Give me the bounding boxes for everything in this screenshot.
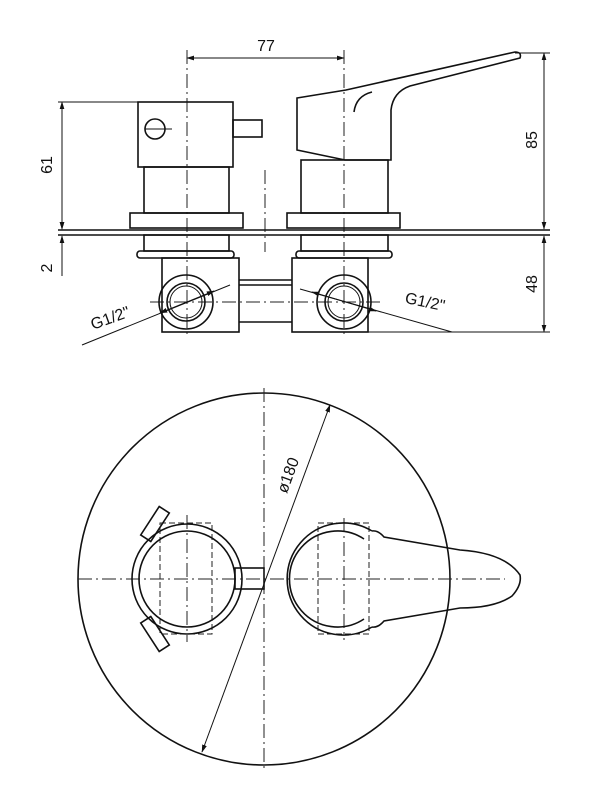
thread-callout-left: G1/2" [81, 284, 231, 346]
dimension-61: 61 [39, 101, 138, 230]
side-view: 77 61 2 85 48 G1/2" [39, 38, 550, 346]
left-diverter [129, 101, 263, 333]
dimension-48: 48 [368, 235, 550, 333]
wall-plate [58, 229, 550, 236]
front-view: ø180 [77, 388, 522, 770]
dim-77-label: 77 [257, 38, 275, 55]
dim-85-label: 85 [524, 131, 541, 149]
dimension-85: 85 [515, 52, 550, 230]
dim-2-label: 2 [39, 263, 56, 272]
dimension-2: 2 [39, 214, 65, 276]
right-mixer [286, 51, 522, 333]
dimension-diameter: ø180 [201, 404, 331, 753]
thread-right-label: G1/2" [403, 290, 446, 315]
dimension-77: 77 [186, 38, 345, 61]
connecting-pipe [239, 279, 292, 323]
thread-callout-right: G1/2" [299, 288, 453, 333]
thread-left-label: G1/2" [89, 304, 133, 334]
dim-48-label: 48 [524, 275, 541, 293]
dim-61-label: 61 [39, 156, 56, 174]
